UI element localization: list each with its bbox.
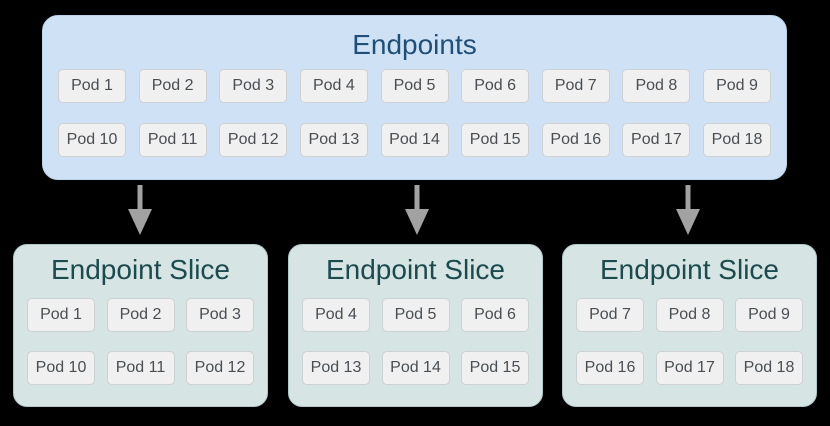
pod-box: Pod 5 [381,298,450,332]
pod-box: Pod 14 [380,123,449,157]
endpoint-slice-title: Endpoint Slice [599,254,779,285]
pod-box: Pod 15 [461,123,530,157]
pod-box: Pod 9 [703,69,771,103]
pod-box: Pod 1 [27,298,95,332]
pod-box: Pod 6 [461,69,530,103]
endpoints-box: Endpoints Pod 1 Pod 2 Pod 3 Pod 4 Pod 5 Pod 6… [42,15,787,180]
pod-box: Pod 1 [58,69,126,103]
pod-box: Pod 7 [576,298,644,332]
pod-box: Pod 13 [302,351,370,385]
pod-box: Pod 18 [735,351,803,385]
pod-box: Pod 12 [219,123,288,157]
pod-box: Pod 3 [186,298,254,332]
pod-box: Pod 18 [703,123,771,157]
pod-box: Pod 8 [655,298,724,332]
slice-pod-grid: Pod 4 Pod 5 Pod 6 Pod 13 Pod 14 Pod 15 [302,298,529,385]
pod-box: Pod 3 [219,69,288,103]
pod-box: Pod 5 [380,69,449,103]
pod-box: Pod 11 [106,351,175,385]
slice-pod-grid: Pod 7 Pod 8 Pod 9 Pod 16 Pod 17 Pod 18 [576,298,803,385]
pod-box: Pod 15 [461,351,529,385]
pod-box: Pod 10 [58,123,126,157]
pod-box: Pod 7 [541,69,610,103]
pod-box: Pod 17 [655,351,724,385]
arrow-down-icon [127,185,153,237]
endpoint-slice-title: Endpoint Slice [325,254,505,285]
pod-box: Pod 16 [576,351,644,385]
pod-box: Pod 6 [461,298,529,332]
slice-pod-grid: Pod 1 Pod 2 Pod 3 Pod 10 Pod 11 Pod 12 [27,298,254,385]
pod-box: Pod 2 [106,298,175,332]
pod-box: Pod 17 [622,123,691,157]
pod-box: Pod 9 [735,298,803,332]
pod-box: Pod 8 [622,69,691,103]
pod-box: Pod 10 [27,351,95,385]
pod-box: Pod 2 [138,69,207,103]
pod-box: Pod 4 [302,298,370,332]
endpoint-slice-title: Endpoint Slice [50,254,230,285]
pod-box: Pod 4 [299,69,368,103]
pod-box: Pod 13 [299,123,368,157]
endpoints-pod-grid: Pod 1 Pod 2 Pod 3 Pod 4 Pod 5 Pod 6 Pod 7 Pod 8… [58,69,771,157]
endpoints-title: Endpoints [352,29,477,60]
pod-box: Pod 11 [138,123,207,157]
pod-box: Pod 16 [541,123,610,157]
pod-box: Pod 14 [381,351,450,385]
pod-box: Pod 12 [186,351,254,385]
arrow-down-icon [675,185,701,237]
arrow-down-icon [404,185,430,237]
